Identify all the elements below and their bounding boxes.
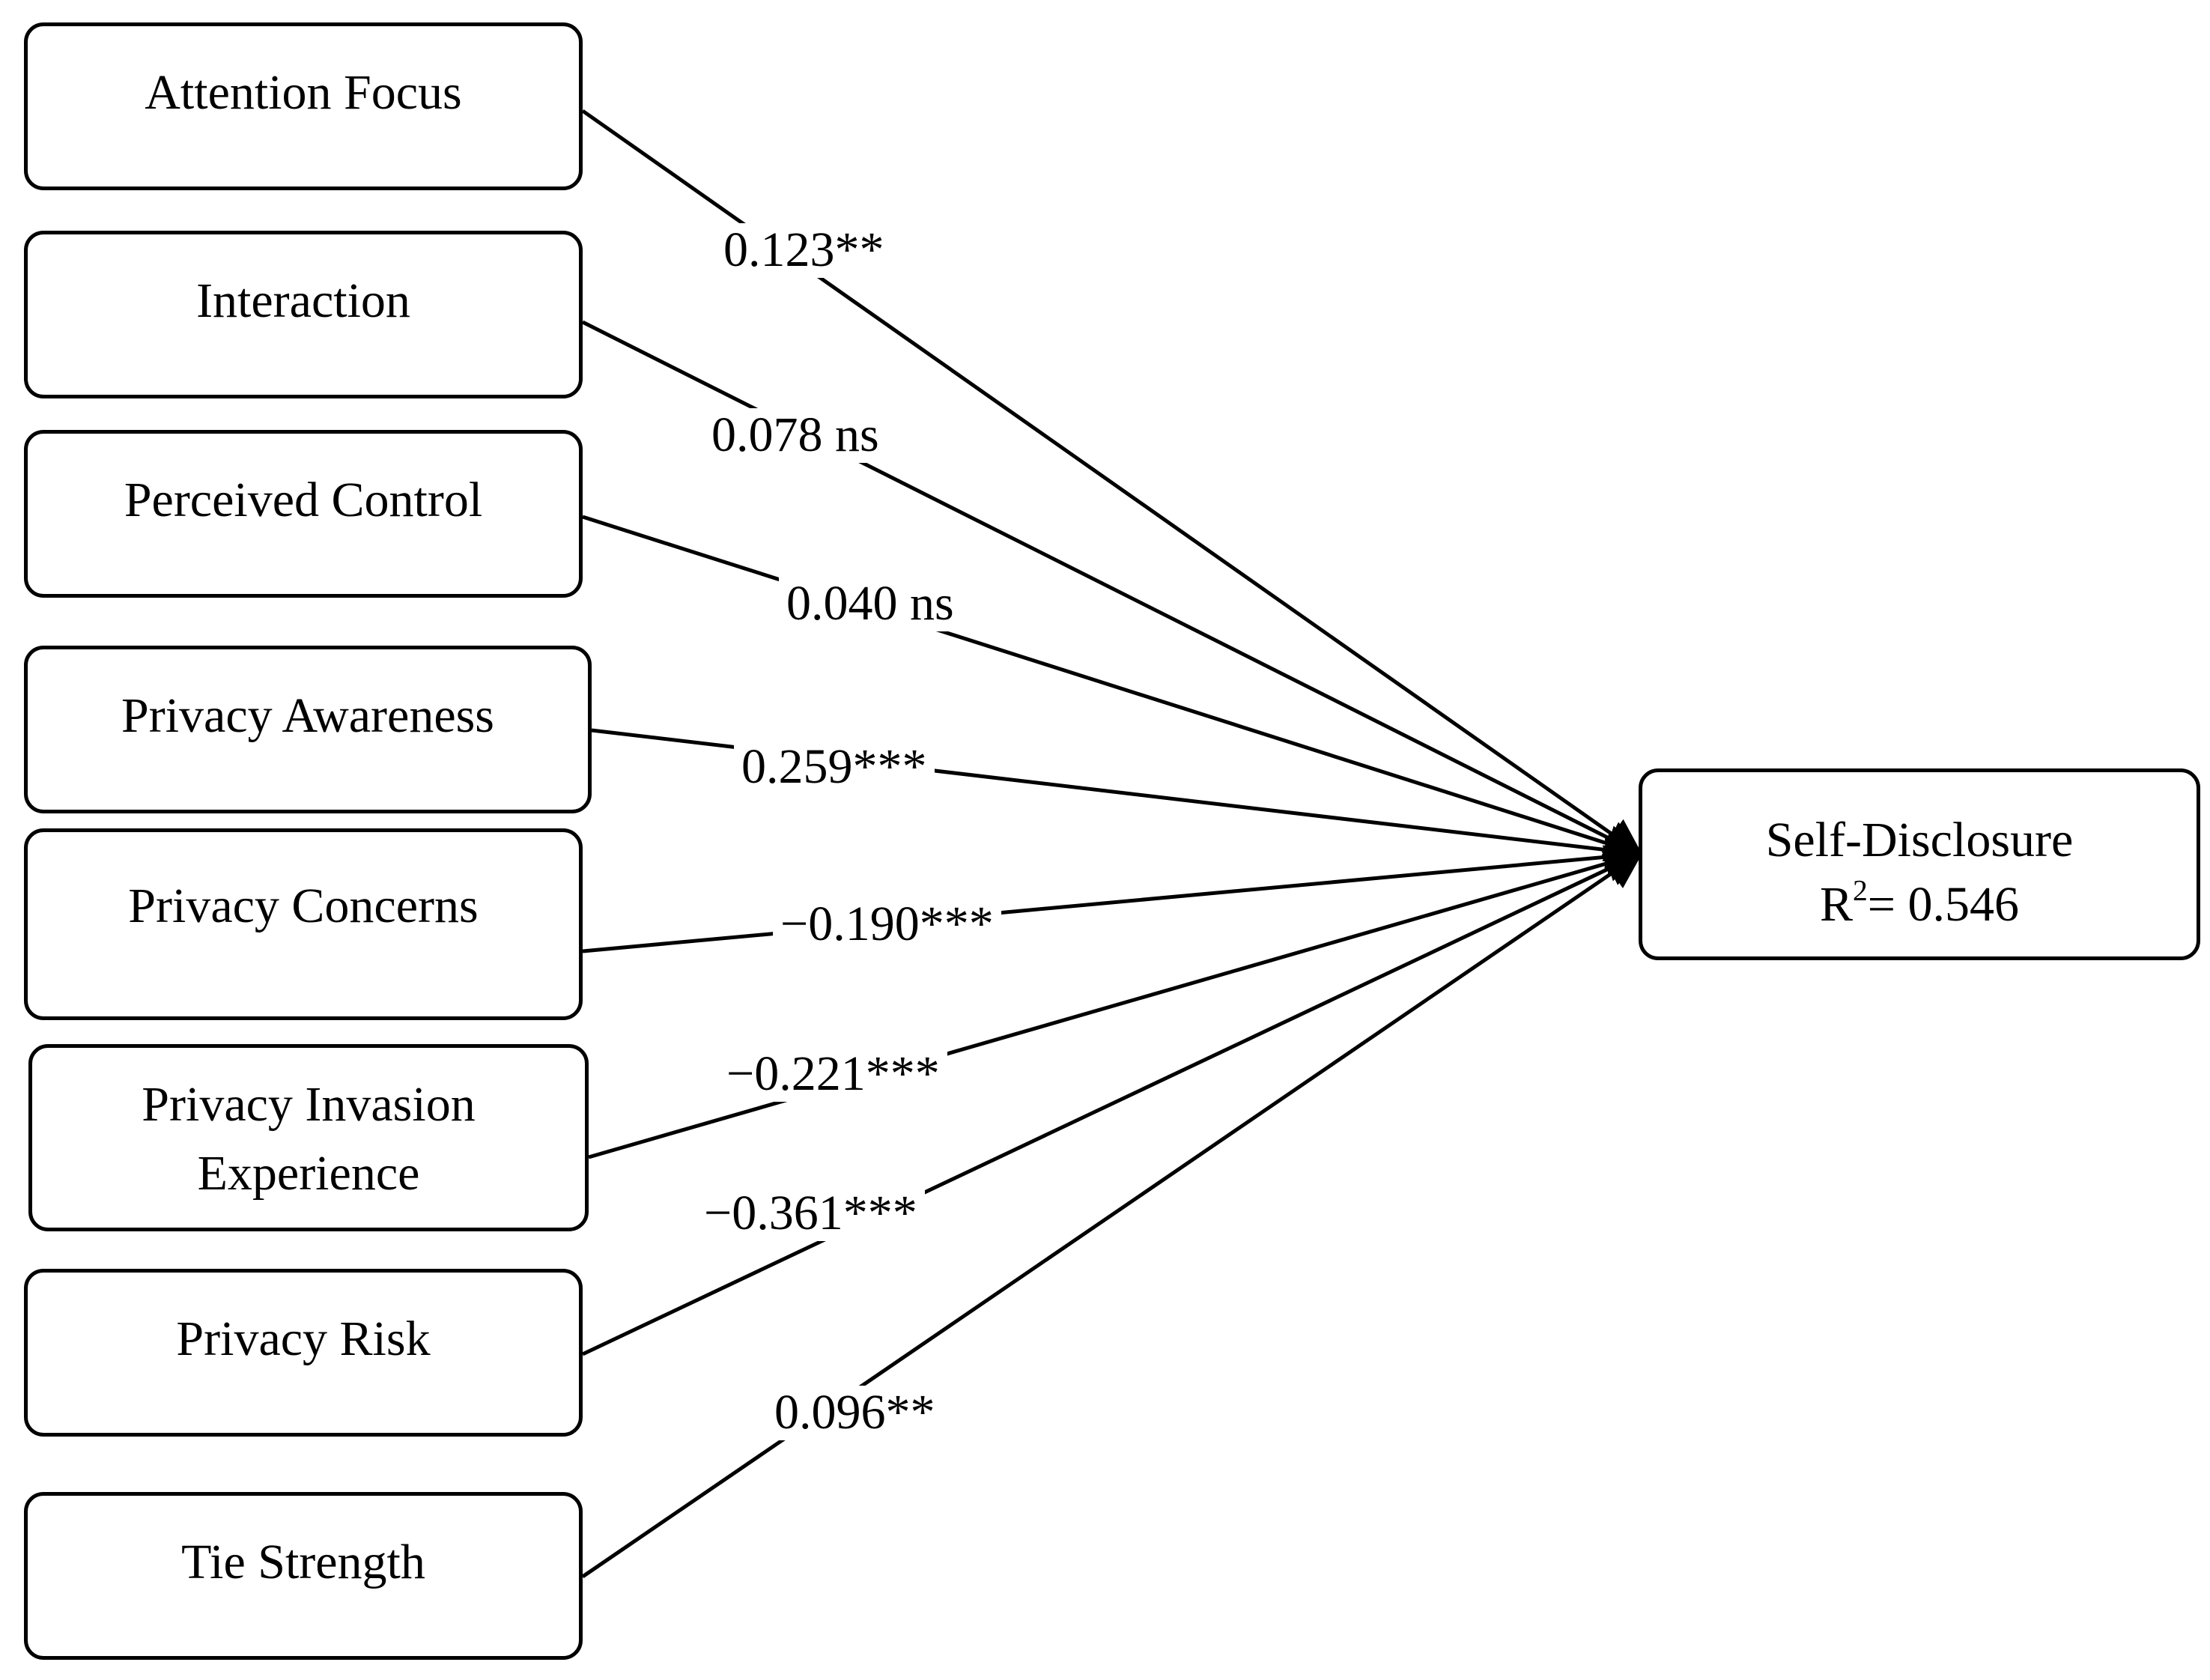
predictor-label: Tie Strength [181, 1535, 425, 1589]
outcome-box-self-disclosure: Self-Disclosure R2= 0.546 [1639, 768, 2200, 960]
predictor-label: Privacy Risk [176, 1311, 431, 1366]
predictor-box-privacy-concerns: Privacy Concerns [24, 828, 583, 1020]
predictor-box-privacy-invasion-experience: Privacy Invasion Experience [28, 1044, 589, 1231]
predictor-box-privacy-risk: Privacy Risk [24, 1269, 583, 1437]
path-privacy-risk [581, 851, 1644, 1356]
r-squared-value: = 0.546 [1867, 876, 2020, 932]
coefficient-label: 0.259*** [734, 739, 935, 795]
path-perceived-control [582, 515, 1644, 862]
path-tie-strength [581, 852, 1644, 1579]
predictor-label: Perceived Control [124, 473, 483, 527]
r-squared: R2= 0.546 [1642, 873, 2197, 937]
predictor-box-interaction: Interaction [24, 231, 583, 398]
coefficient-label: 0.040 ns [779, 576, 962, 631]
r-squared-prefix: R [1819, 876, 1853, 932]
predictor-box-attention-focus: Attention Focus [24, 22, 583, 190]
predictor-box-perceived-control: Perceived Control [24, 430, 583, 598]
predictor-label: Attention Focus [145, 65, 462, 120]
path-privacy-concerns [582, 838, 1644, 953]
predictor-label: Privacy Concerns [128, 879, 479, 933]
predictor-label-line2: Experience [197, 1146, 420, 1201]
coefficient-label: 0.078 ns [704, 407, 887, 463]
predictor-label-line1: Privacy Invasion [142, 1077, 476, 1132]
predictor-label: Interaction [196, 273, 410, 328]
r-squared-superscript: 2 [1853, 873, 1868, 907]
coefficient-label: 0.096** [767, 1385, 943, 1440]
predictor-box-privacy-awareness: Privacy Awareness [24, 646, 592, 813]
coefficient-label: −0.361*** [696, 1186, 925, 1241]
predictor-box-tie-strength: Tie Strength [24, 1492, 583, 1660]
coefficient-label: 0.123** [716, 222, 892, 278]
coefficient-label: −0.190*** [773, 897, 1001, 952]
outcome-label: Self-Disclosure [1765, 813, 2074, 867]
predictor-label: Privacy Awareness [121, 688, 494, 743]
path-privacy-invasion-experience [588, 845, 1644, 1159]
coefficient-label: −0.221*** [719, 1046, 947, 1102]
